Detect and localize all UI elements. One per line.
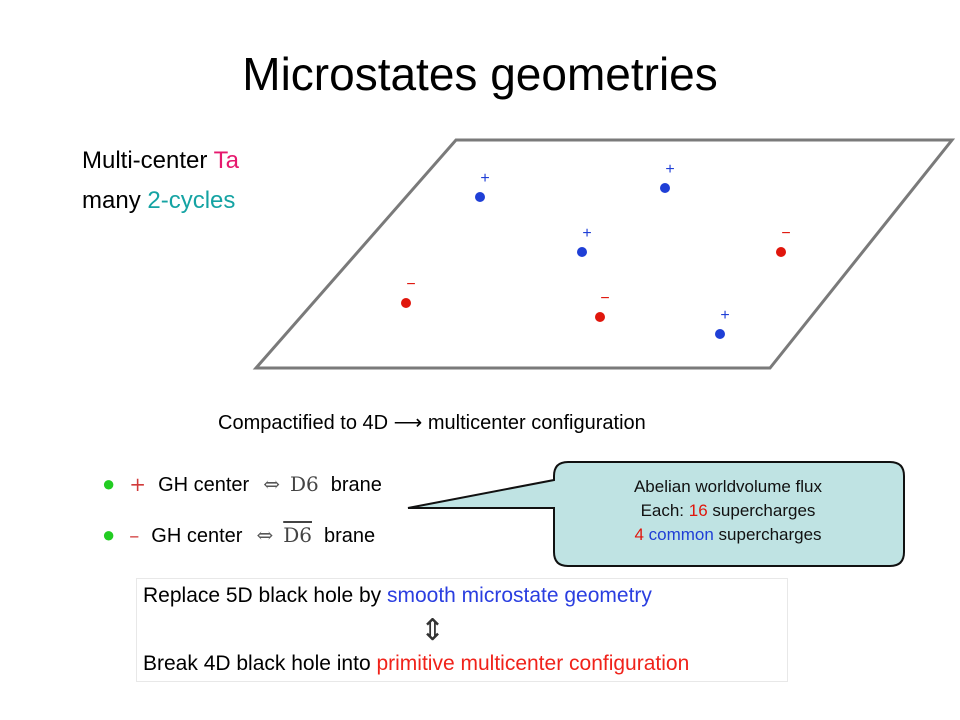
callout-line-each: Each: 16 supercharges (554, 499, 902, 523)
callout-text: Abelian worldvolume flux Each: 16 superc… (554, 475, 902, 547)
callout-line-common: 4 common supercharges (554, 523, 902, 547)
summary-line-break: Break 4D black hole into primitive multi… (143, 651, 689, 677)
bullet-plus-gh-center: ● + GH center ⇔ D6 brane (102, 470, 382, 499)
charge-sign-label: + (665, 161, 674, 178)
intro-many: many (82, 187, 148, 214)
charge-dot (776, 247, 786, 257)
summary-line-replace: Replace 5D black hole by smooth microsta… (143, 583, 652, 609)
charge-dot (715, 329, 725, 339)
replace-prefix: Replace 5D black hole by (143, 584, 387, 607)
callout-4: 4 (634, 525, 644, 544)
bullet-minus-gh-center: ●–GH center ⇔ D6 brane (102, 521, 375, 550)
charge-sign-label: − (781, 225, 790, 242)
compactified-caption: Compactified to 4D ⟶ multicenter configu… (218, 412, 646, 434)
charge-sign-label: − (600, 290, 609, 307)
break-prefix: Break 4D black hole into (143, 652, 377, 675)
charge-sign-label: + (720, 307, 729, 324)
primitive-config-label: primitive multicenter configuration (376, 652, 690, 675)
callout-bubble (407, 461, 905, 567)
charge-dot (577, 247, 587, 257)
bullet-dot-icon: ● (102, 522, 116, 547)
callout-common: common (648, 525, 714, 544)
charge-sign-label: − (406, 276, 415, 293)
callout-supercharges-2: supercharges (713, 525, 822, 544)
bullet-dot-icon: ● (102, 471, 116, 496)
charge-sign-label: + (582, 225, 591, 242)
charge-dot (595, 312, 605, 322)
double-arrow-icon: ⇔ (256, 523, 274, 547)
callout-supercharges: supercharges (707, 501, 816, 520)
anti-d6-label: D6 (283, 523, 312, 547)
gh-center-text: GH center (151, 525, 243, 547)
callout-each-prefix: Each: (640, 501, 689, 520)
plane-parallelogram (252, 138, 956, 370)
minus-symbol: – (129, 523, 140, 547)
charge-dot (475, 192, 485, 202)
callout-16: 16 (688, 501, 708, 520)
double-arrow-icon: ⇔ (263, 472, 280, 496)
gh-center-text: GH center (158, 474, 250, 496)
charge-sign-label: + (480, 170, 489, 187)
d6-label: D6 (289, 472, 319, 496)
plane-background (240, 130, 960, 378)
updown-double-arrow-icon: ⇕ (420, 613, 446, 648)
plus-symbol: + (129, 472, 147, 496)
brane-text: brane (323, 525, 376, 547)
summary-box (136, 578, 788, 682)
smooth-geometry-label: smooth microstate geometry (386, 584, 652, 607)
charge-dot (401, 298, 411, 308)
brane-text: brane (330, 474, 382, 496)
charge-dot (660, 183, 670, 193)
callout-line-flux: Abelian worldvolume flux (633, 477, 823, 496)
charge-plane-diagram: + + + − − − + (240, 130, 960, 378)
cycles-label: 2-cycles (147, 187, 236, 214)
slide-title: Microstates geometries (242, 48, 718, 100)
callout-shape (407, 461, 905, 567)
intro-prefix: Multi-center (82, 147, 214, 174)
